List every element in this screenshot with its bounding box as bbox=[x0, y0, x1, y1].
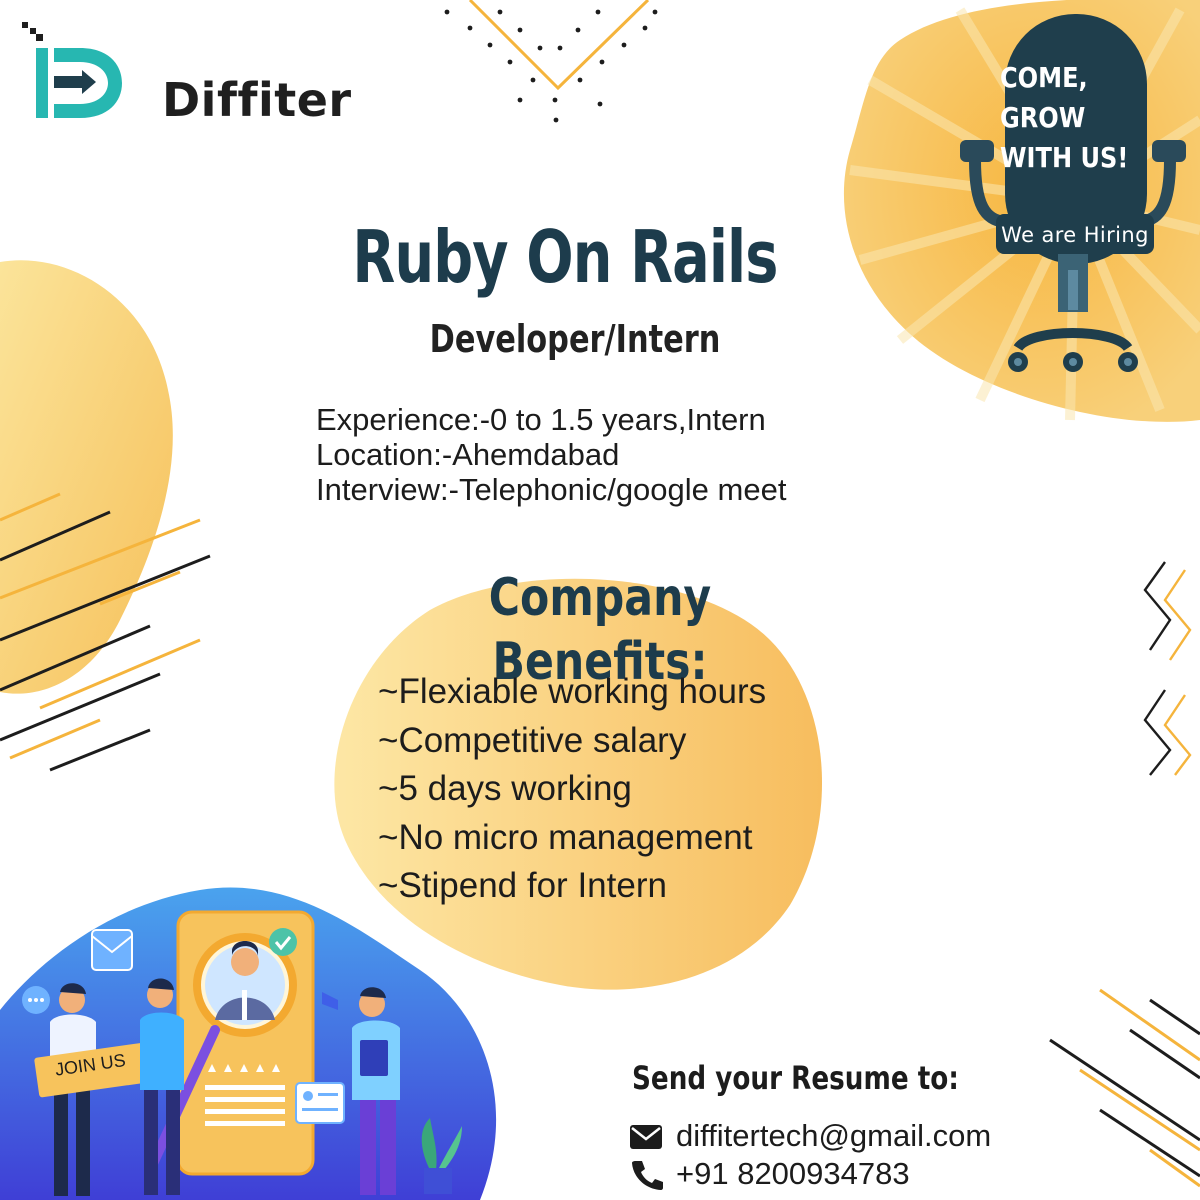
detail-experience: Experience:-0 to 1.5 years,Intern bbox=[316, 402, 766, 437]
email-address[interactable]: diffitertech@gmail.com bbox=[676, 1118, 992, 1153]
contact-heading: Send your Resume to: bbox=[632, 1059, 959, 1097]
badge-slogan: COME, GROW WITH US! bbox=[1000, 58, 1138, 178]
benefit-item: ~Stipend for Intern bbox=[378, 866, 667, 905]
phone-contact[interactable]: +91 8200934783 bbox=[628, 1154, 1048, 1194]
detail-interview: Interview:-Telephonic/google meet bbox=[316, 472, 787, 507]
dotted-chevron bbox=[444, 9, 658, 123]
phone-icon bbox=[632, 1161, 663, 1190]
phone-number[interactable]: +91 8200934783 bbox=[676, 1156, 910, 1191]
left-stripes bbox=[0, 492, 211, 772]
company-logo: Diffiter bbox=[22, 22, 351, 132]
benefit-item: ~5 days working bbox=[378, 769, 632, 808]
benefit-item: ~Competitive salary bbox=[378, 720, 687, 760]
badge-slogan-line: COME, bbox=[1000, 61, 1088, 94]
left-yellow-blob bbox=[0, 260, 173, 694]
envelope-icon bbox=[630, 1125, 662, 1149]
job-title: Ruby On Rails bbox=[352, 215, 778, 299]
job-subtitle: Developer/Intern bbox=[429, 317, 721, 361]
detail-location: Location:-Ahemdabad bbox=[316, 437, 620, 472]
bottom-right-stripes bbox=[1049, 988, 1200, 1188]
badge-slogan-line: GROW bbox=[1000, 101, 1086, 134]
job-details: Experience:-0 to 1.5 years,Intern Locati… bbox=[316, 402, 876, 507]
badge-slogan-line: WITH US! bbox=[1000, 141, 1129, 174]
benefit-item: ~Flexiable working hours bbox=[378, 672, 767, 711]
orange-chevron bbox=[468, 0, 650, 91]
join-us-illustration bbox=[0, 887, 497, 1200]
diffiter-logo-icon bbox=[22, 22, 122, 118]
benefits-list: ~Flexiable working hours ~Competitive sa… bbox=[378, 668, 838, 911]
benefits-heading: Company Benefits: bbox=[488, 568, 712, 692]
hiring-label: We are Hiring bbox=[1001, 223, 1149, 247]
email-contact[interactable]: diffitertech@gmail.com bbox=[628, 1116, 1048, 1156]
brand-name: Diffiter bbox=[162, 73, 352, 127]
office-chair bbox=[960, 14, 1186, 372]
right-zigzags bbox=[1143, 561, 1192, 776]
benefit-item: ~No micro management bbox=[378, 817, 753, 857]
center-yellow-blob bbox=[334, 578, 823, 990]
